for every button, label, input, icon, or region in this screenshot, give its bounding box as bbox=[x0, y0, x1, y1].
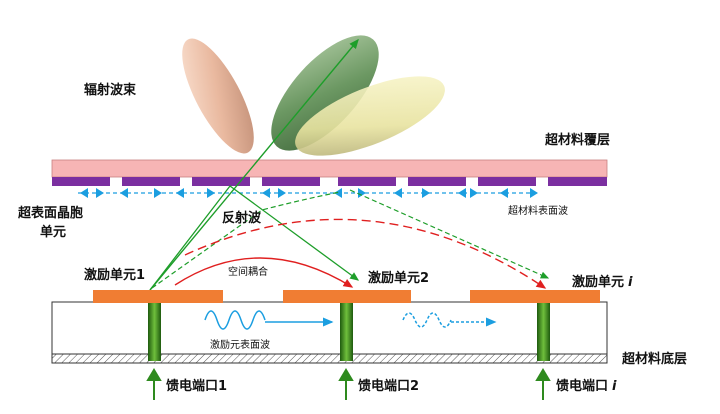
spatial-coupling-label: 空间耦合 bbox=[228, 265, 268, 278]
feed-pin-1 bbox=[148, 303, 161, 361]
beam-lobe-yellow bbox=[295, 76, 445, 156]
surface-cell bbox=[192, 177, 250, 186]
excitation-unit-1-label: 激励单元1 bbox=[84, 267, 145, 283]
reflected-wave-label: 反射波 bbox=[222, 210, 262, 226]
feed-pin-i bbox=[537, 303, 550, 361]
beam-lobe-green bbox=[271, 35, 379, 151]
excitation-patch-2 bbox=[283, 290, 411, 303]
meta-cover-layer bbox=[51, 159, 608, 178]
feed-pins bbox=[148, 303, 550, 361]
surface-cell bbox=[338, 177, 396, 186]
excitation-unit-2-label: 激励单元2 bbox=[368, 270, 429, 286]
substrate-body bbox=[51, 301, 608, 355]
radiation-beam-label: 辐射波束 bbox=[84, 82, 137, 98]
excitation-patches bbox=[93, 290, 600, 303]
surface-cell bbox=[52, 177, 110, 186]
meta-surface-wave-label: 超材料表面波 bbox=[508, 204, 568, 217]
spatial-coupling-arrows bbox=[174, 218, 547, 289]
meta-substrate-layer bbox=[51, 353, 608, 364]
surface-cell bbox=[262, 177, 320, 186]
super-surface-cell-label: 超表面晶胞 bbox=[18, 205, 83, 221]
feed-port-1-label: 馈电端口1 bbox=[166, 378, 227, 394]
feed-port-arrows bbox=[146, 368, 551, 400]
surface-cell bbox=[478, 177, 536, 186]
excitation-surface-wave-label: 激励元表面波 bbox=[210, 338, 270, 351]
surface-cell bbox=[408, 177, 466, 186]
radiation-beams bbox=[182, 35, 445, 156]
meta-substrate-layer-label: 超材料底层 bbox=[622, 351, 687, 367]
feed-port-2-label: 馈电端口2 bbox=[358, 378, 419, 394]
excitation-patch-1 bbox=[93, 290, 223, 303]
surface-cell bbox=[122, 177, 180, 186]
meta-surface-wave bbox=[78, 188, 540, 198]
feed-pin-2 bbox=[340, 303, 353, 361]
excitation-surface-wave bbox=[204, 310, 497, 330]
meta-cover-layer-label: 超材料覆层 bbox=[545, 132, 610, 148]
excitation-paths bbox=[149, 38, 550, 291]
beam-lobe-pink bbox=[182, 38, 254, 154]
surface-cells bbox=[52, 177, 607, 186]
surface-cell bbox=[548, 177, 607, 186]
excitation-patch-i bbox=[470, 290, 600, 303]
super-surface-cell-label-2: 单元 bbox=[40, 224, 66, 240]
